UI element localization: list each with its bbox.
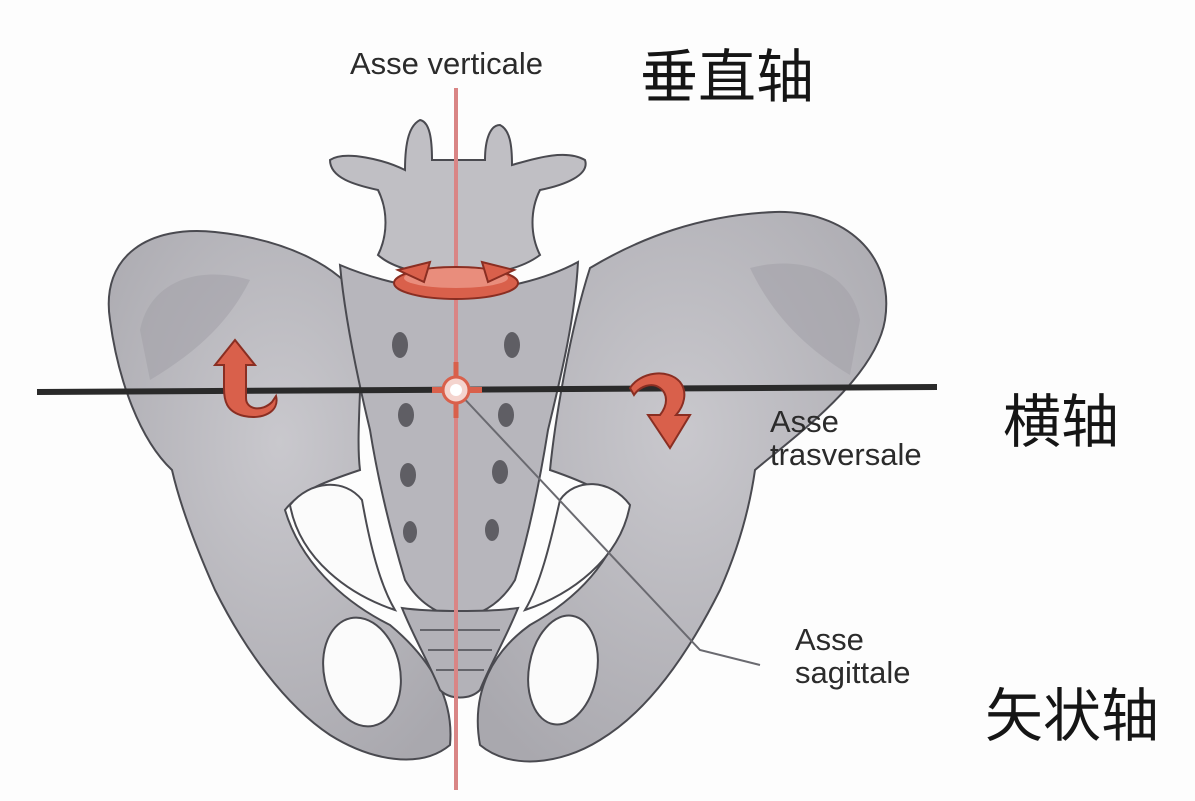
rotation-arrow-ring-icon	[394, 262, 518, 299]
transverse-axis-label: Asse trasversale	[770, 405, 922, 471]
transverse-axis-label-line-1: Asse	[770, 405, 922, 438]
sagittal-axis-label-line-2: sagittale	[795, 656, 910, 689]
sagittal-axis-label-chinese: 矢状轴	[985, 686, 1159, 746]
sagittal-axis-label-line-1: Asse	[795, 623, 910, 656]
transverse-axis-label-line-2: trasversale	[770, 438, 922, 471]
transverse-axis-label-chinese: 横轴	[1003, 392, 1119, 452]
vertical-axis-label: Asse verticale	[350, 47, 543, 80]
sagittal-axis-label: Asse sagittale	[795, 623, 910, 689]
vertical-axis-label-chinese: 垂直轴	[640, 47, 814, 107]
